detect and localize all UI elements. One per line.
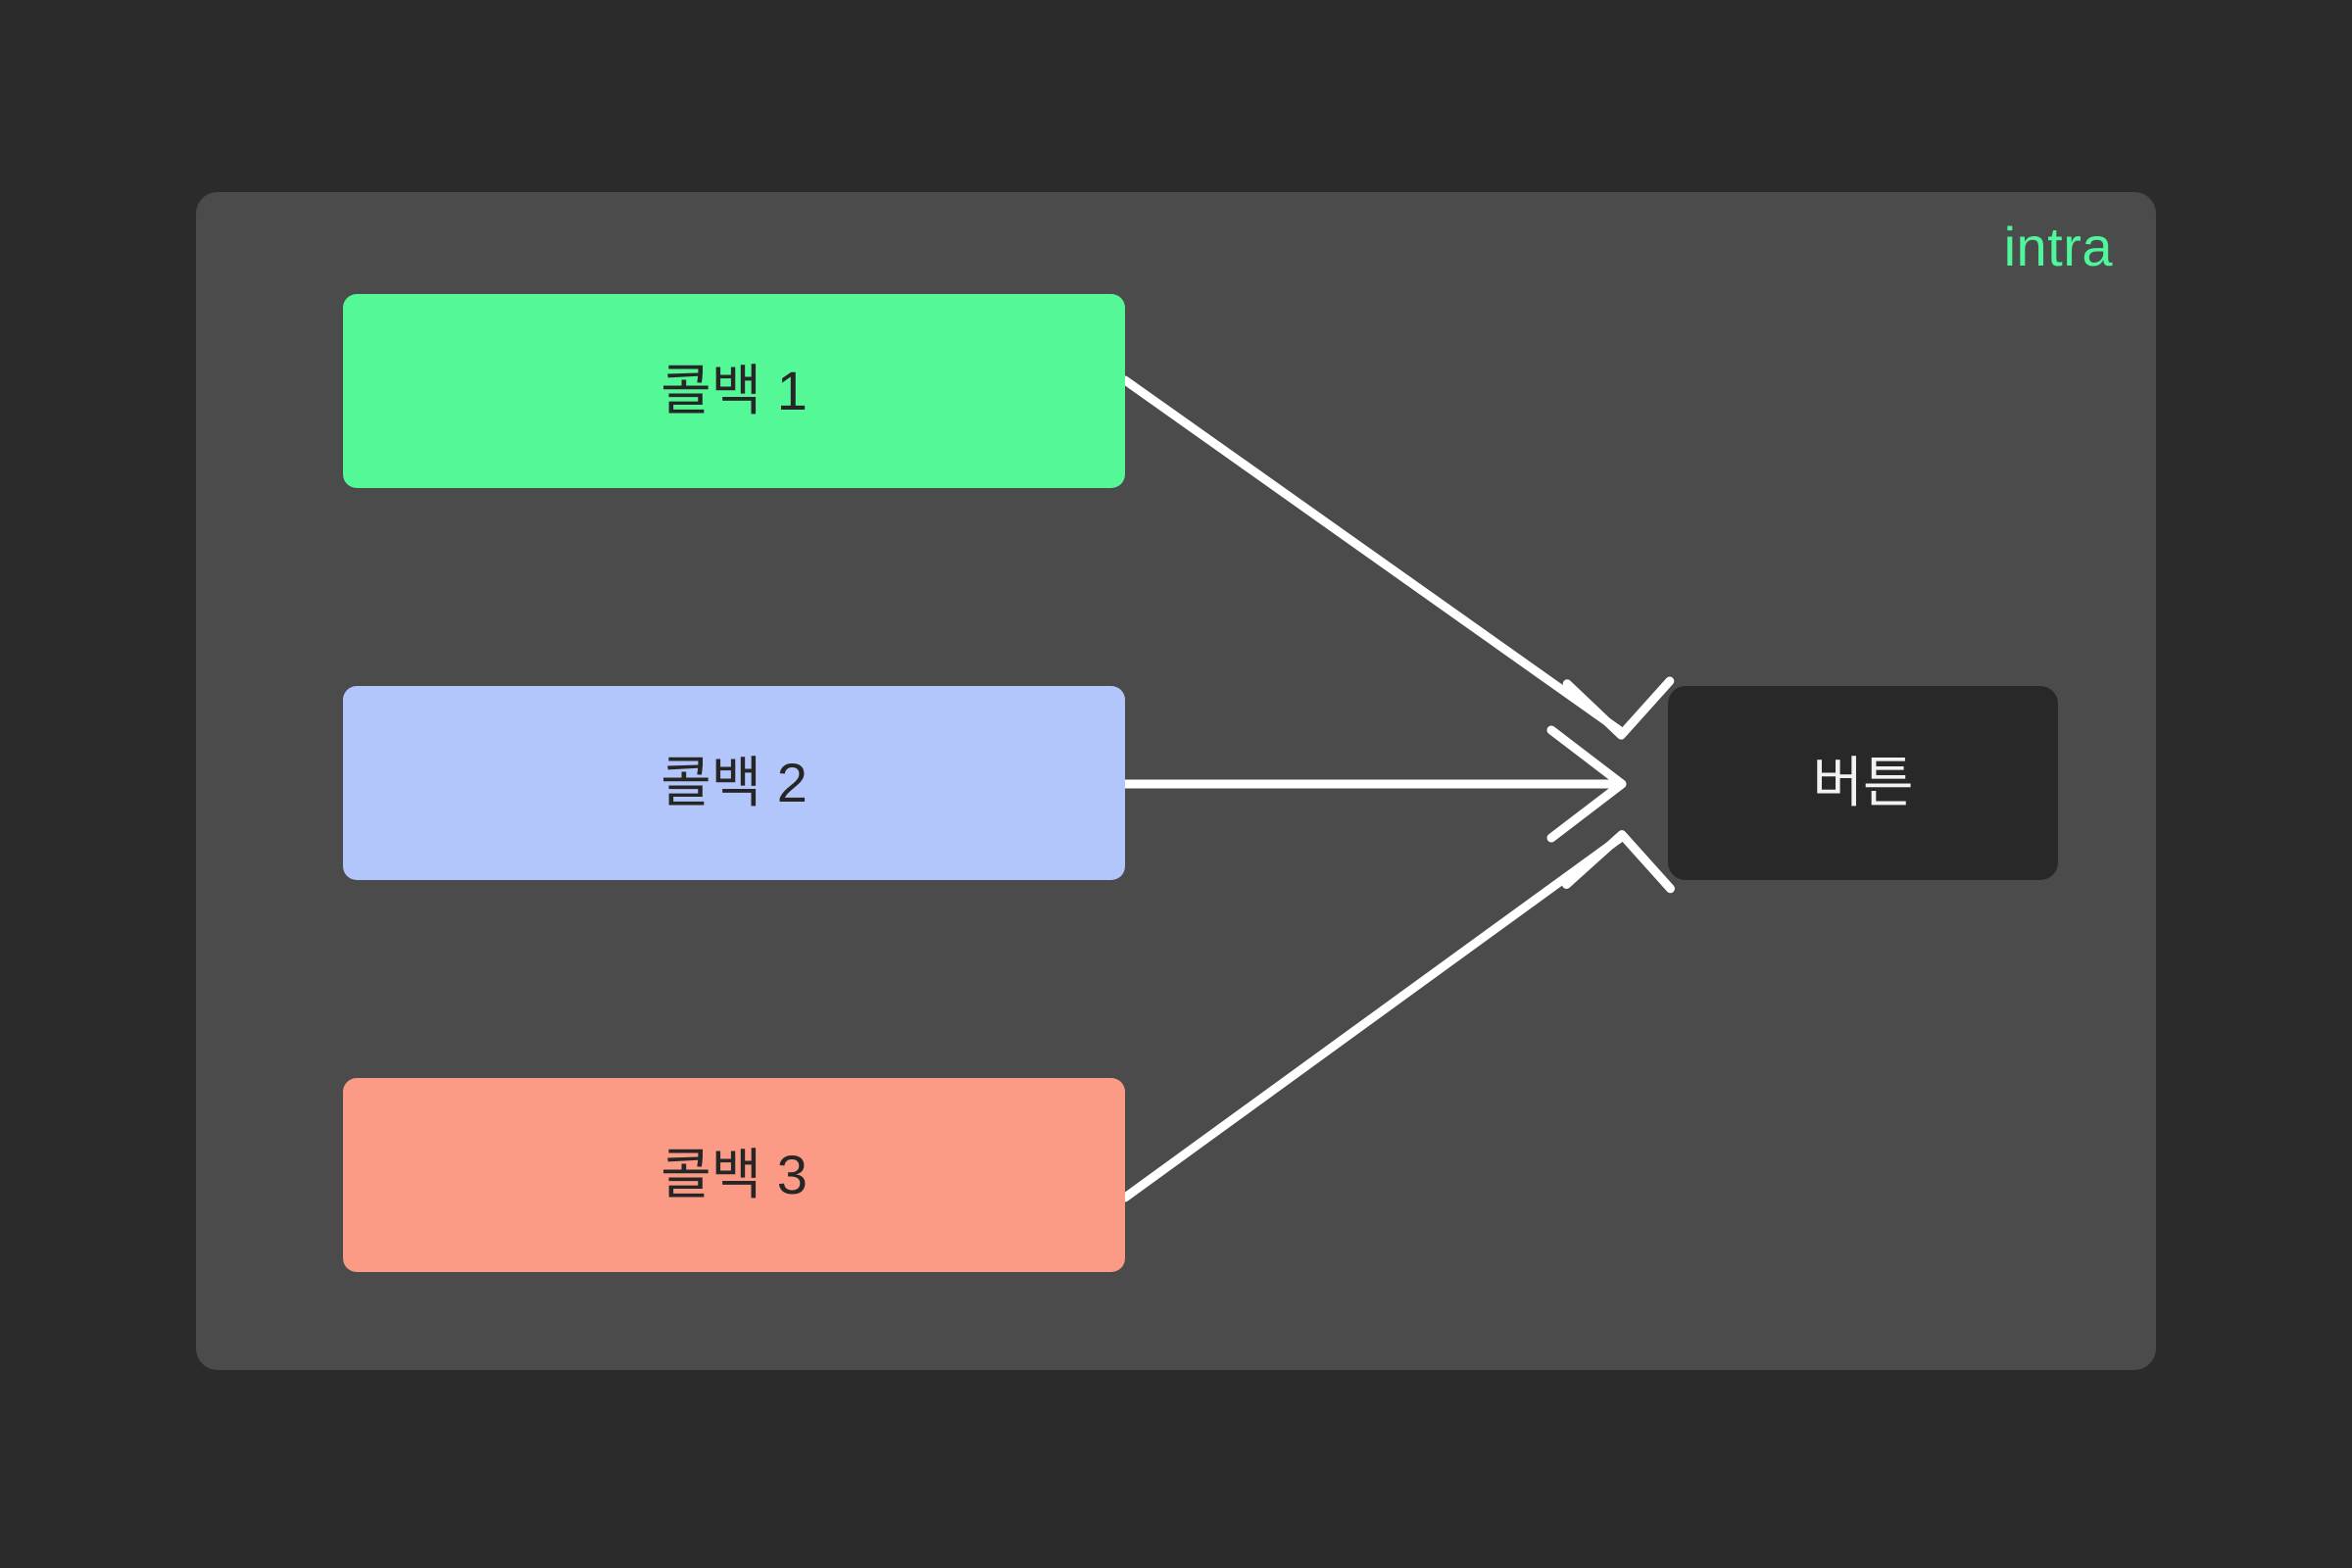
callback-node-1[interactable]: 콜백 1 [343, 294, 1125, 488]
target-button-label: 버튼 [1812, 752, 1914, 813]
panel-label-intra: intra [2003, 216, 2113, 277]
callback-node-3[interactable]: 콜백 3 [343, 1078, 1125, 1272]
callback-node-1-label: 콜백 1 [661, 360, 808, 421]
callback-node-3-label: 콜백 3 [661, 1144, 808, 1205]
target-button[interactable]: 버튼 [1668, 686, 2058, 880]
callback-node-2[interactable]: 콜백 2 [343, 686, 1125, 880]
callback-node-2-label: 콜백 2 [661, 752, 808, 813]
